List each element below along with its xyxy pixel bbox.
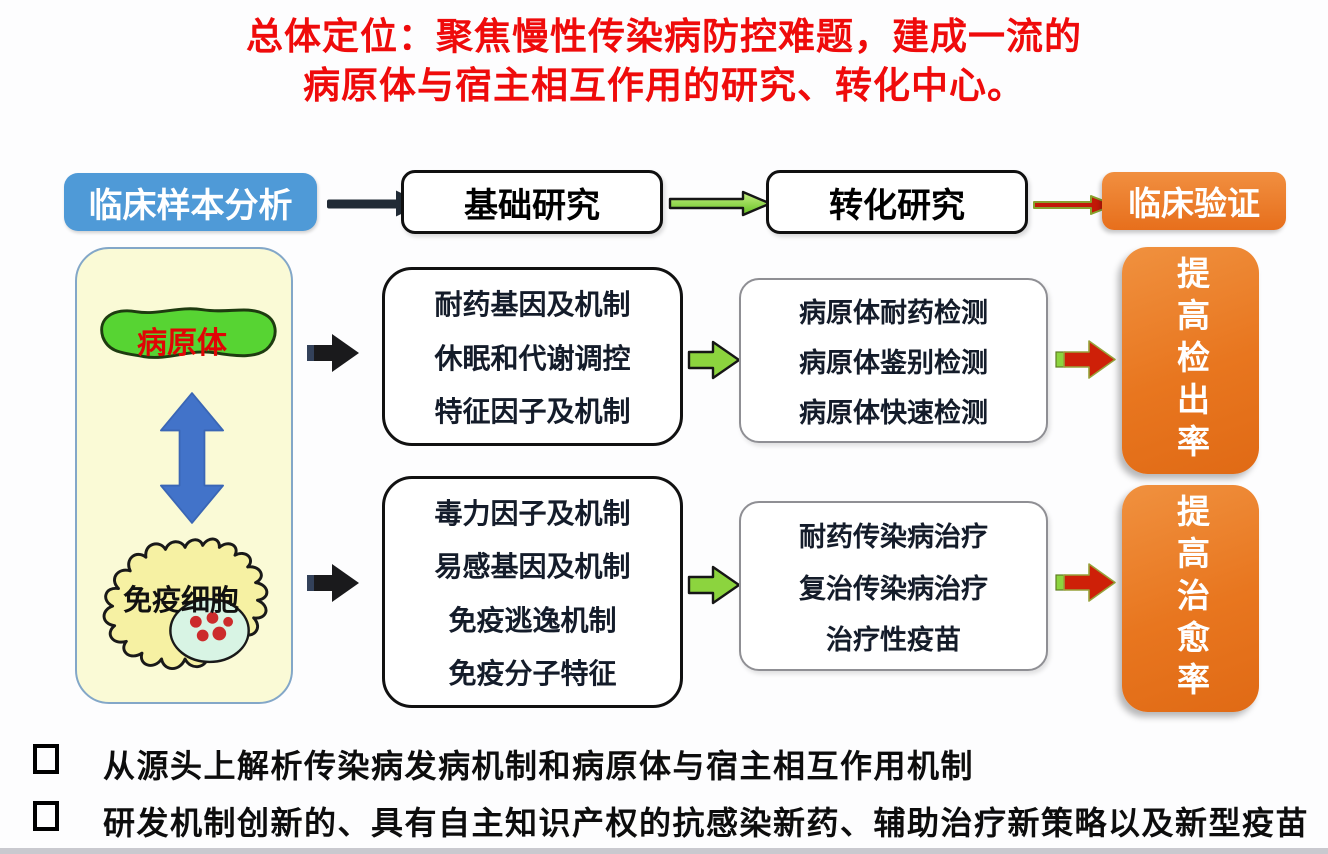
immune-cell-icon bbox=[102, 537, 269, 670]
bullet-text: 从源头上解析传染病发病机制和病原体与宿主相互作用机制 bbox=[103, 748, 975, 784]
translation-topic: 病原体鉴别检测 bbox=[799, 348, 988, 378]
translation-topic: 治疗性疫苗 bbox=[826, 624, 961, 655]
page-title-line2: 病原体与宿主相互作用的研究、转化中心。 bbox=[303, 65, 1025, 106]
flow-step-clinical-validation: 临床验证 bbox=[1102, 172, 1286, 230]
flow-step-translational-research: 转化研究 bbox=[766, 170, 1028, 234]
basic-research-treatment-box: 毒力因子及机制 易感基因及机制 免疫逃逸机制 免疫分子特征 bbox=[382, 476, 683, 708]
flow-step-clinical-samples: 临床样本分析 bbox=[64, 173, 317, 231]
bullet-text: 研发机制创新的、具有自主知识产权的抗感染新药、辅助治疗新策略以及新型疫苗 bbox=[103, 805, 1310, 841]
green-right-arrow-icon bbox=[668, 190, 772, 217]
black-block-right-arrow-icon bbox=[307, 564, 359, 602]
red-block-right-arrow-icon bbox=[1055, 563, 1116, 602]
translation-topic: 病原体快速检测 bbox=[799, 398, 988, 428]
research-topic: 特征因子及机制 bbox=[434, 395, 631, 427]
translation-topic: 复治传染病治疗 bbox=[799, 573, 988, 604]
bullet-item: 从源头上解析传染病发病机制和病原体与宿主相互作用机制 bbox=[33, 741, 974, 787]
green-block-right-arrow-icon bbox=[687, 340, 741, 380]
red-block-right-arrow-icon bbox=[1055, 340, 1116, 379]
page-title-line1: 总体定位：聚焦慢性传染病防控难题，建成一流的 bbox=[246, 16, 1082, 57]
research-topic: 免疫分子特征 bbox=[448, 657, 617, 689]
research-topic: 毒力因子及机制 bbox=[434, 498, 631, 530]
research-topic: 易感基因及机制 bbox=[434, 551, 631, 583]
green-block-right-arrow-icon bbox=[687, 565, 741, 605]
outcome-label: 提高治愈率 bbox=[1172, 493, 1210, 704]
square-bullet-icon bbox=[33, 744, 59, 774]
flow-step-label: 临床样本分析 bbox=[88, 186, 293, 225]
black-block-right-arrow-icon bbox=[307, 334, 359, 372]
research-topic: 耐药基因及机制 bbox=[434, 289, 631, 321]
flow-step-label: 临床验证 bbox=[1128, 185, 1260, 222]
bullet-item: 研发机制创新的、具有自主知识产权的抗感染新药、辅助治疗新策略以及新型疫苗 bbox=[33, 798, 1309, 844]
flow-step-basic-research: 基础研究 bbox=[401, 170, 663, 234]
blue-double-vertical-arrow-icon bbox=[160, 392, 224, 524]
flow-step-label: 基础研究 bbox=[464, 186, 600, 225]
pathogen-label: 病原体 bbox=[137, 327, 227, 360]
outcome-label: 提高检出率 bbox=[1172, 255, 1210, 466]
bottom-border-strip bbox=[0, 848, 1328, 854]
pathogen-blob-icon bbox=[100, 307, 277, 359]
translational-treatment-box: 耐药传染病治疗 复治传染病治疗 治疗性疫苗 bbox=[739, 501, 1048, 671]
immune-cell-label: 免疫细胞 bbox=[122, 585, 239, 617]
translational-detection-box: 病原体耐药检测 病原体鉴别检测 病原体快速检测 bbox=[739, 278, 1048, 443]
research-topic: 休眠和代谢调控 bbox=[434, 342, 631, 374]
basic-research-detection-box: 耐药基因及机制 休眠和代谢调控 特征因子及机制 bbox=[382, 267, 683, 446]
research-topic: 免疫逃逸机制 bbox=[448, 604, 617, 636]
outcome-detection-rate-box: 提高检出率 bbox=[1122, 247, 1259, 474]
square-bullet-icon bbox=[33, 801, 59, 831]
outcome-cure-rate-box: 提高治愈率 bbox=[1122, 485, 1259, 712]
translation-topic: 病原体耐药检测 bbox=[799, 298, 988, 328]
flow-step-label: 转化研究 bbox=[829, 186, 965, 225]
translation-topic: 耐药传染病治疗 bbox=[799, 522, 988, 553]
page-title: 总体定位：聚焦慢性传染病防控难题，建成一流的 病原体与宿主相互作用的研究、转化中… bbox=[0, 12, 1328, 110]
